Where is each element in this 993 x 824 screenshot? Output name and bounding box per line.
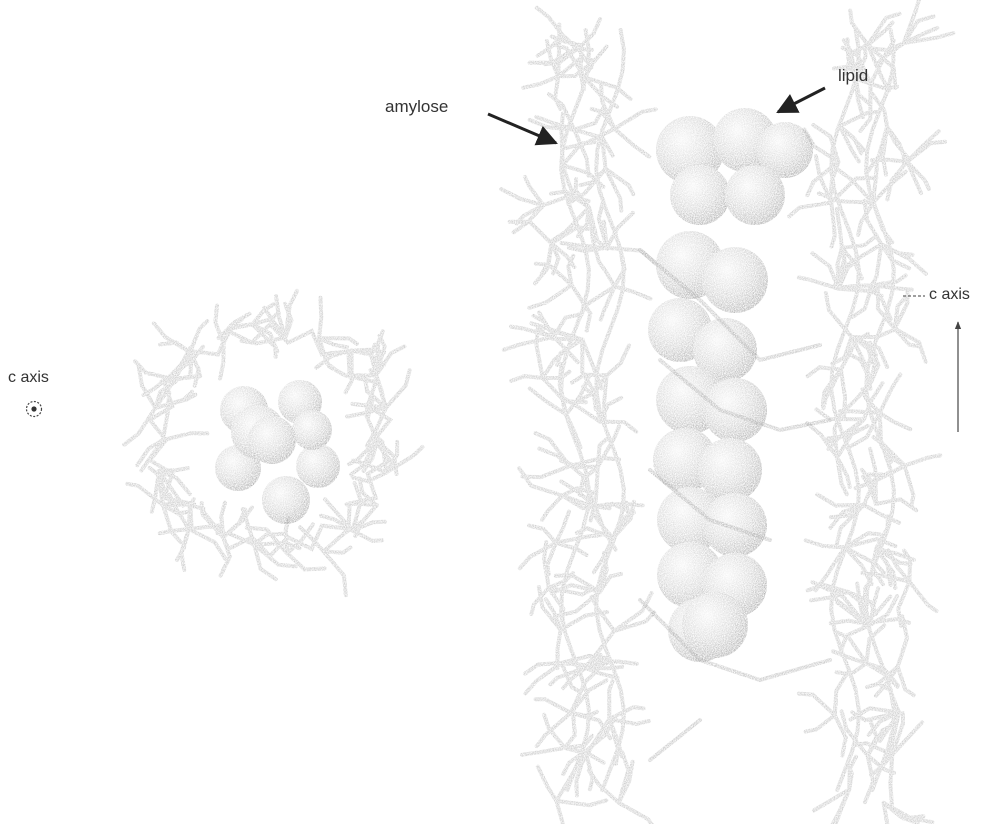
helix-side-view [501,0,953,824]
c-axis-out-of-plane-icon [27,402,42,417]
lipid-side-view [648,108,813,662]
c-axis-side-view-label: c axis [929,286,970,304]
lipid-label: lipid [838,66,868,86]
lipid-end-view [215,380,340,524]
lipid-arrow [778,88,825,112]
amylose-label: amylose [385,97,448,117]
c-axis-end-view-label: c axis [8,369,49,387]
helix-end-view [27,291,423,595]
